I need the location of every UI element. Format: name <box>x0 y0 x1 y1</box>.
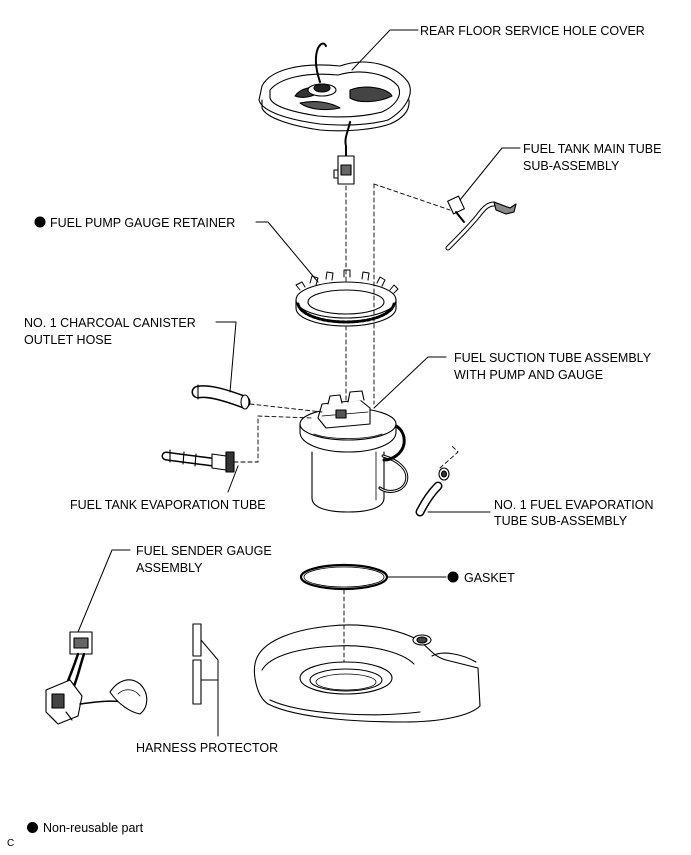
label-harness-protector: HARNESS PROTECTOR <box>136 741 279 755</box>
label-fuel-pump-gauge-retainer: FUEL PUMP GAUGE RETAINER <box>50 216 236 230</box>
label-fuel-suction-tube-2: WITH PUMP AND GAUGE <box>454 368 604 382</box>
label-charcoal-canister-hose-1: NO. 1 CHARCOAL CANISTER <box>24 316 196 330</box>
corner-mark: C <box>7 838 15 849</box>
alignment-lines <box>233 183 459 663</box>
label-fuel-sender-gauge-1: FUEL SENDER GAUGE <box>136 544 272 558</box>
service-hole-cover <box>258 42 411 157</box>
connector-plug <box>333 155 355 185</box>
fuel-tank-body <box>253 624 481 723</box>
legend-non-reusable: Non-reusable part <box>27 820 143 836</box>
legend-non-reusable-text: Non-reusable part <box>43 821 144 835</box>
label-gasket: GASKET <box>464 571 515 585</box>
fuel-tank-evaporation-tube <box>161 449 235 473</box>
non-reusable-marker <box>34 216 46 228</box>
label-charcoal-canister-hose-2: OUTLET HOSE <box>24 333 112 347</box>
fuel-sender-gauge-assembly <box>45 631 148 725</box>
label-rear-floor-service-hole-cover: REAR FLOOR SERVICE HOLE COVER <box>420 24 645 38</box>
label-fuel-evaporation-tube-2: TUBE SUB-ASSEMBLY <box>494 514 628 528</box>
gasket <box>299 563 389 591</box>
fuel-suction-tube-assembly <box>299 390 409 513</box>
non-reusable-dot-icon <box>27 822 38 833</box>
fuel-tank-main-tube <box>445 195 517 251</box>
charcoal-canister-hose <box>191 384 251 410</box>
label-fuel-tank-main-tube-2: SUB-ASSEMBLY <box>523 159 620 173</box>
label-fuel-suction-tube-1: FUEL SUCTION TUBE ASSEMBLY <box>454 351 652 365</box>
label-fuel-evaporation-tube-1: NO. 1 FUEL EVAPORATION <box>494 498 654 512</box>
fuel-pump-gauge-retainer <box>295 269 399 327</box>
label-fuel-sender-gauge-2: ASSEMBLY <box>136 561 203 575</box>
fuel-evaporation-tube <box>415 467 450 517</box>
non-reusable-marker <box>447 571 459 583</box>
leader-lines <box>77 29 521 737</box>
label-fuel-tank-evaporation-tube: FUEL TANK EVAPORATION TUBE <box>70 498 266 512</box>
harness-protectors <box>192 623 202 705</box>
label-fuel-tank-main-tube-1: FUEL TANK MAIN TUBE <box>523 142 662 156</box>
